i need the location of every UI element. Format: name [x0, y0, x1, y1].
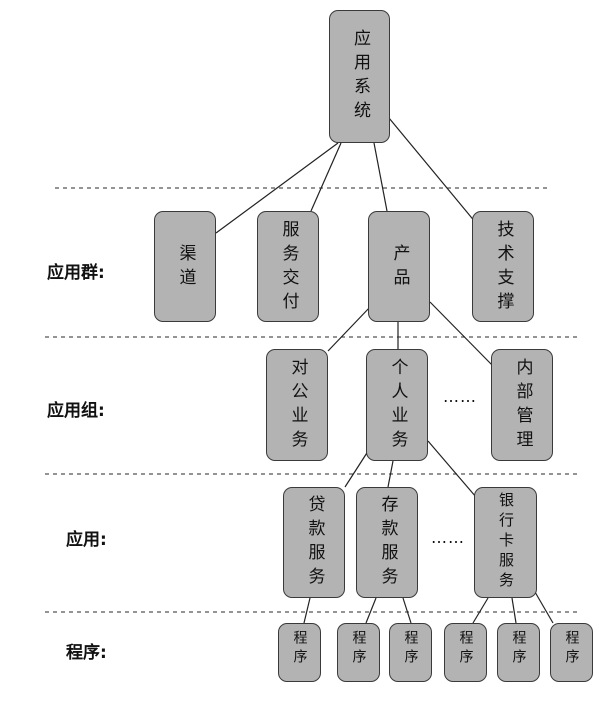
node-personal-business: 个人业务 [366, 349, 428, 461]
level-label-program: 程序: [66, 643, 107, 663]
node-program-3: 程序 [389, 623, 432, 682]
node-label: 内部管理 [512, 358, 533, 454]
node-label: 程序 [402, 630, 419, 668]
edge-deposit-prog3 [402, 597, 412, 624]
edge-loan-prog1 [303, 597, 311, 624]
node-program-2: 程序 [337, 623, 380, 682]
edge-personal-bankcard [427, 440, 477, 498]
node-label: 个人业务 [387, 358, 408, 454]
ellipsis-team: …… [443, 387, 477, 406]
node-label: 应用系统 [350, 29, 370, 125]
node-label: 程序 [510, 630, 527, 668]
node-label: 程序 [350, 630, 367, 668]
edge-root-channel [215, 142, 339, 234]
edge-personal-deposit [387, 460, 394, 488]
edge-root-delivery [310, 142, 342, 212]
node-program-6: 程序 [550, 623, 593, 682]
edge-root-product [373, 142, 388, 212]
level-label-application: 应用: [66, 530, 107, 550]
node-product: 产品 [368, 211, 430, 322]
node-program-5: 程序 [497, 623, 540, 682]
node-service-delivery: 服务交付 [257, 211, 319, 322]
node-deposit-service: 存款服务 [356, 487, 418, 598]
node-label: 技术支撑 [493, 220, 514, 316]
edge-product-corporate [327, 305, 372, 352]
node-label: 贷款服务 [304, 495, 325, 591]
node-label: 程序 [457, 630, 474, 668]
node-label: 存款服务 [377, 495, 398, 591]
node-label: 程序 [291, 630, 308, 668]
edge-product-internal [429, 301, 494, 367]
node-label: 服务交付 [278, 220, 299, 316]
node-channel: 渠道 [154, 211, 216, 322]
level-label-app-team: 应用组: [47, 401, 105, 421]
edge-bankcard-prog4 [472, 597, 489, 624]
node-tech-support: 技术支撑 [472, 211, 534, 322]
node-label: 对公业务 [287, 358, 308, 454]
node-internal-management: 内部管理 [491, 349, 553, 461]
edge-deposit-prog2 [365, 597, 377, 624]
node-loan-service: 贷款服务 [283, 487, 345, 598]
edge-root-tech [388, 117, 477, 224]
node-program-4: 程序 [444, 623, 487, 682]
ellipsis-app: …… [431, 528, 465, 547]
edge-bankcard-prog6 [534, 591, 554, 624]
node-label: 程序 [563, 630, 580, 668]
edge-bankcard-prog5 [511, 597, 517, 624]
node-program-1: 程序 [278, 623, 321, 682]
node-label: 渠道 [175, 244, 196, 292]
node-label: 银行卡服务 [497, 492, 515, 592]
node-label: 产品 [389, 244, 410, 292]
node-app-system: 应用系统 [329, 10, 390, 143]
level-label-app-group: 应用群: [47, 263, 105, 283]
node-corporate-business: 对公业务 [266, 349, 328, 461]
node-bankcard-service: 银行卡服务 [474, 487, 537, 598]
